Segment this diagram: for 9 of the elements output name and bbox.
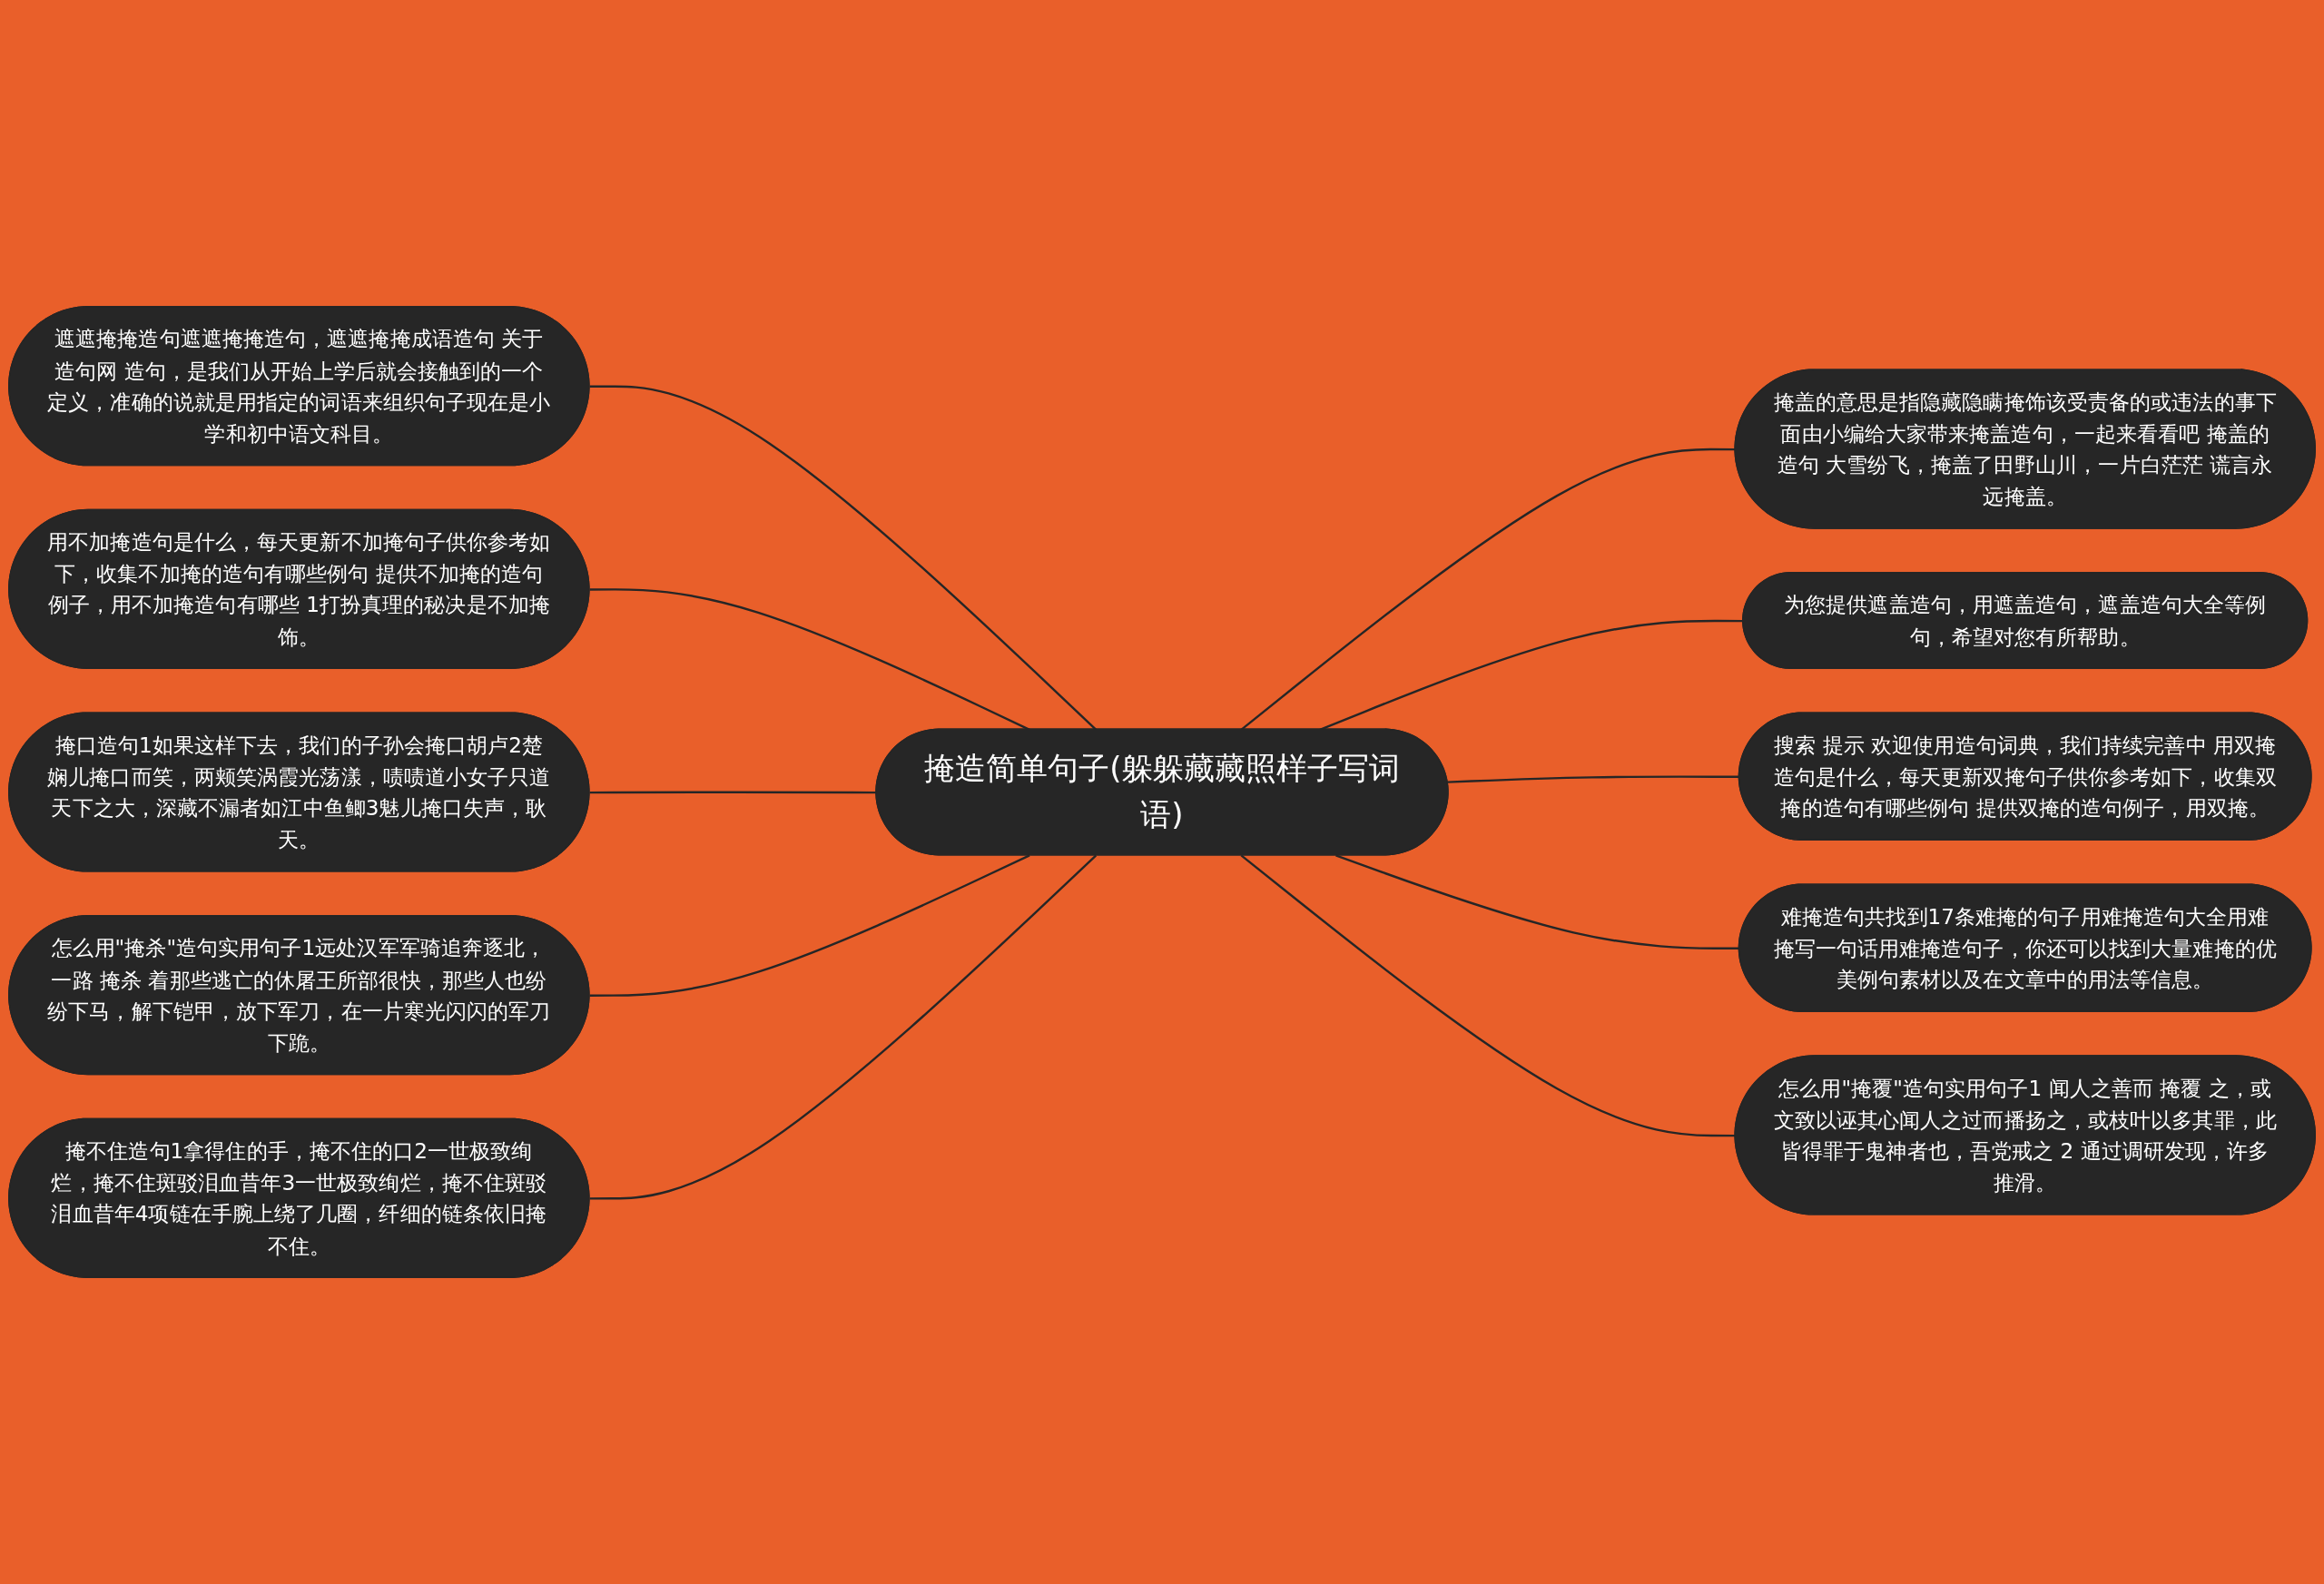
connector xyxy=(589,385,1098,731)
connector xyxy=(1335,854,1739,949)
connector xyxy=(1447,775,1739,783)
connector xyxy=(1240,854,1736,1137)
connector xyxy=(1240,448,1736,731)
connector xyxy=(589,588,1030,731)
connector xyxy=(589,854,1098,1200)
connector xyxy=(589,791,877,794)
connector xyxy=(589,854,1030,997)
